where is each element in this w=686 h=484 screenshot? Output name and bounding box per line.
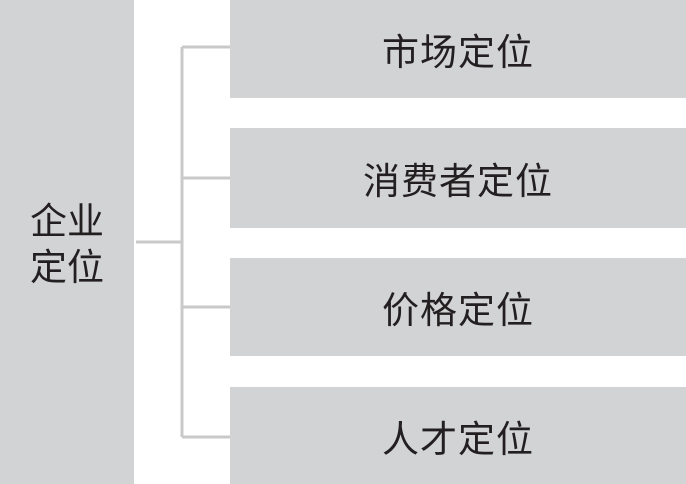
child-node-market: 市场定位 [230,0,686,98]
child-node-price: 价格定位 [230,258,686,356]
child-node-label: 消费者定位 [363,160,553,203]
child-node-label: 价格定位 [382,289,534,332]
child-node-label: 市场定位 [382,31,534,74]
child-node-talent: 人才定位 [230,387,686,484]
child-node-label: 人才定位 [382,417,534,461]
root-node: 企业定位 [0,0,134,484]
root-node-label: 企业定位 [30,200,104,289]
child-node-consumer: 消费者定位 [230,128,686,228]
